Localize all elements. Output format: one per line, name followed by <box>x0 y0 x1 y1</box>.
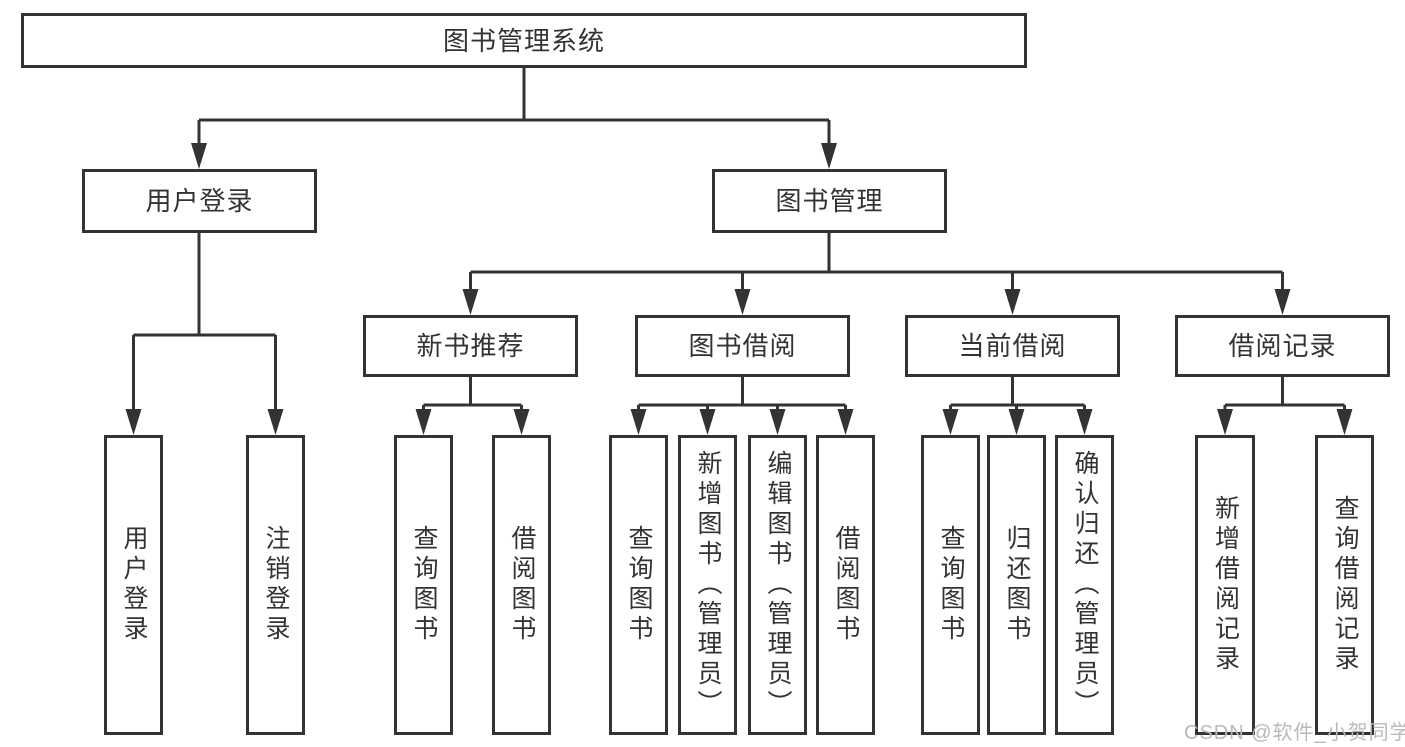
leaf-recommend-query-books: 查询图书 <box>394 435 453 735</box>
node-book-management: 图书管理 <box>712 169 947 233</box>
arrowhead <box>699 409 716 435</box>
leaf-edit-books-admin-label: 编辑图书（管理员） <box>764 450 792 720</box>
node-book-borrow-label: 图书借阅 <box>688 331 797 361</box>
csdn-watermark: CSDN @软件_小贺同学 <box>1184 722 1405 744</box>
node-new-book-recommend-label: 新书推荐 <box>416 331 525 361</box>
leaf-return-books-label: 归还图书 <box>1003 525 1031 645</box>
connector-new-book-recommend <box>422 377 523 412</box>
leaf-logout-label: 注销登录 <box>262 525 290 645</box>
arrowhead <box>630 409 647 435</box>
leaf-edit-books-admin: 编辑图书（管理员） <box>748 435 807 735</box>
arrowhead <box>821 143 837 169</box>
leaf-user-login-label: 用户登录 <box>120 525 148 645</box>
arrowhead <box>267 409 284 435</box>
leaf-recommend-query-books-label: 查询图书 <box>410 525 438 645</box>
arrowhead <box>1217 409 1233 435</box>
arrowhead <box>462 289 479 315</box>
leaf-borrow-books-label: 借阅图书 <box>832 525 860 645</box>
arrowhead <box>1004 289 1021 315</box>
leaf-user-login: 用户登录 <box>104 435 163 735</box>
arrowhead <box>837 409 854 435</box>
arrowhead <box>1008 409 1025 435</box>
connector-current-borrow <box>949 377 1086 412</box>
leaf-return-books: 归还图书 <box>987 435 1046 735</box>
leaf-current-query-books: 查询图书 <box>921 435 980 735</box>
arrowhead <box>125 409 142 435</box>
leaf-query-borrow-record-label: 查询借阅记录 <box>1331 495 1359 675</box>
arrowhead <box>415 409 432 435</box>
leaf-add-borrow-record: 新增借阅记录 <box>1195 435 1255 735</box>
leaf-borrow-query-books: 查询图书 <box>609 435 668 735</box>
connector-borrow-records <box>1223 377 1346 412</box>
node-user-login: 用户登录 <box>82 169 317 233</box>
node-user-login-label: 用户登录 <box>145 186 254 216</box>
node-borrow-records-label: 借阅记录 <box>1228 331 1337 361</box>
arrowhead <box>191 143 207 169</box>
node-borrow-records: 借阅记录 <box>1175 315 1390 377</box>
node-book-management-label: 图书管理 <box>775 186 884 216</box>
node-book-borrow: 图书借阅 <box>635 315 850 377</box>
arrowhead <box>1274 289 1291 315</box>
arrowhead <box>734 289 751 315</box>
arrowhead <box>513 409 530 435</box>
connector-root <box>197 68 831 146</box>
leaf-logout: 注销登录 <box>246 435 305 735</box>
connector-book-borrow <box>637 377 847 412</box>
arrowhead <box>1076 409 1093 435</box>
leaf-recommend-borrow-books: 借阅图书 <box>492 435 551 735</box>
leaf-add-books-admin: 新增图书（管理员） <box>678 435 737 735</box>
leaf-query-borrow-record: 查询借阅记录 <box>1315 435 1374 735</box>
leaf-add-borrow-record-label: 新增借阅记录 <box>1211 495 1240 675</box>
node-library-system-label: 图书管理系统 <box>442 25 605 56</box>
leaf-confirm-return-admin-label: 确认归还（管理员） <box>1071 450 1099 720</box>
node-new-book-recommend: 新书推荐 <box>363 315 578 377</box>
arrowhead <box>1336 409 1353 435</box>
connector-user-login <box>132 233 277 412</box>
leaf-borrow-query-books-label: 查询图书 <box>625 525 653 645</box>
node-current-borrow: 当前借阅 <box>905 315 1120 377</box>
connector-book-management <box>469 233 1284 292</box>
leaf-confirm-return-admin: 确认归还（管理员） <box>1055 435 1114 735</box>
leaf-current-query-books-label: 查询图书 <box>937 525 965 645</box>
leaf-add-books-admin-label: 新增图书（管理员） <box>694 450 722 720</box>
leaf-borrow-books: 借阅图书 <box>816 435 875 735</box>
leaf-recommend-borrow-books-label: 借阅图书 <box>508 525 536 645</box>
arrowhead <box>769 409 786 435</box>
node-library-system: 图书管理系统 <box>21 13 1027 68</box>
node-current-borrow-label: 当前借阅 <box>958 331 1067 361</box>
arrowhead <box>942 409 959 435</box>
